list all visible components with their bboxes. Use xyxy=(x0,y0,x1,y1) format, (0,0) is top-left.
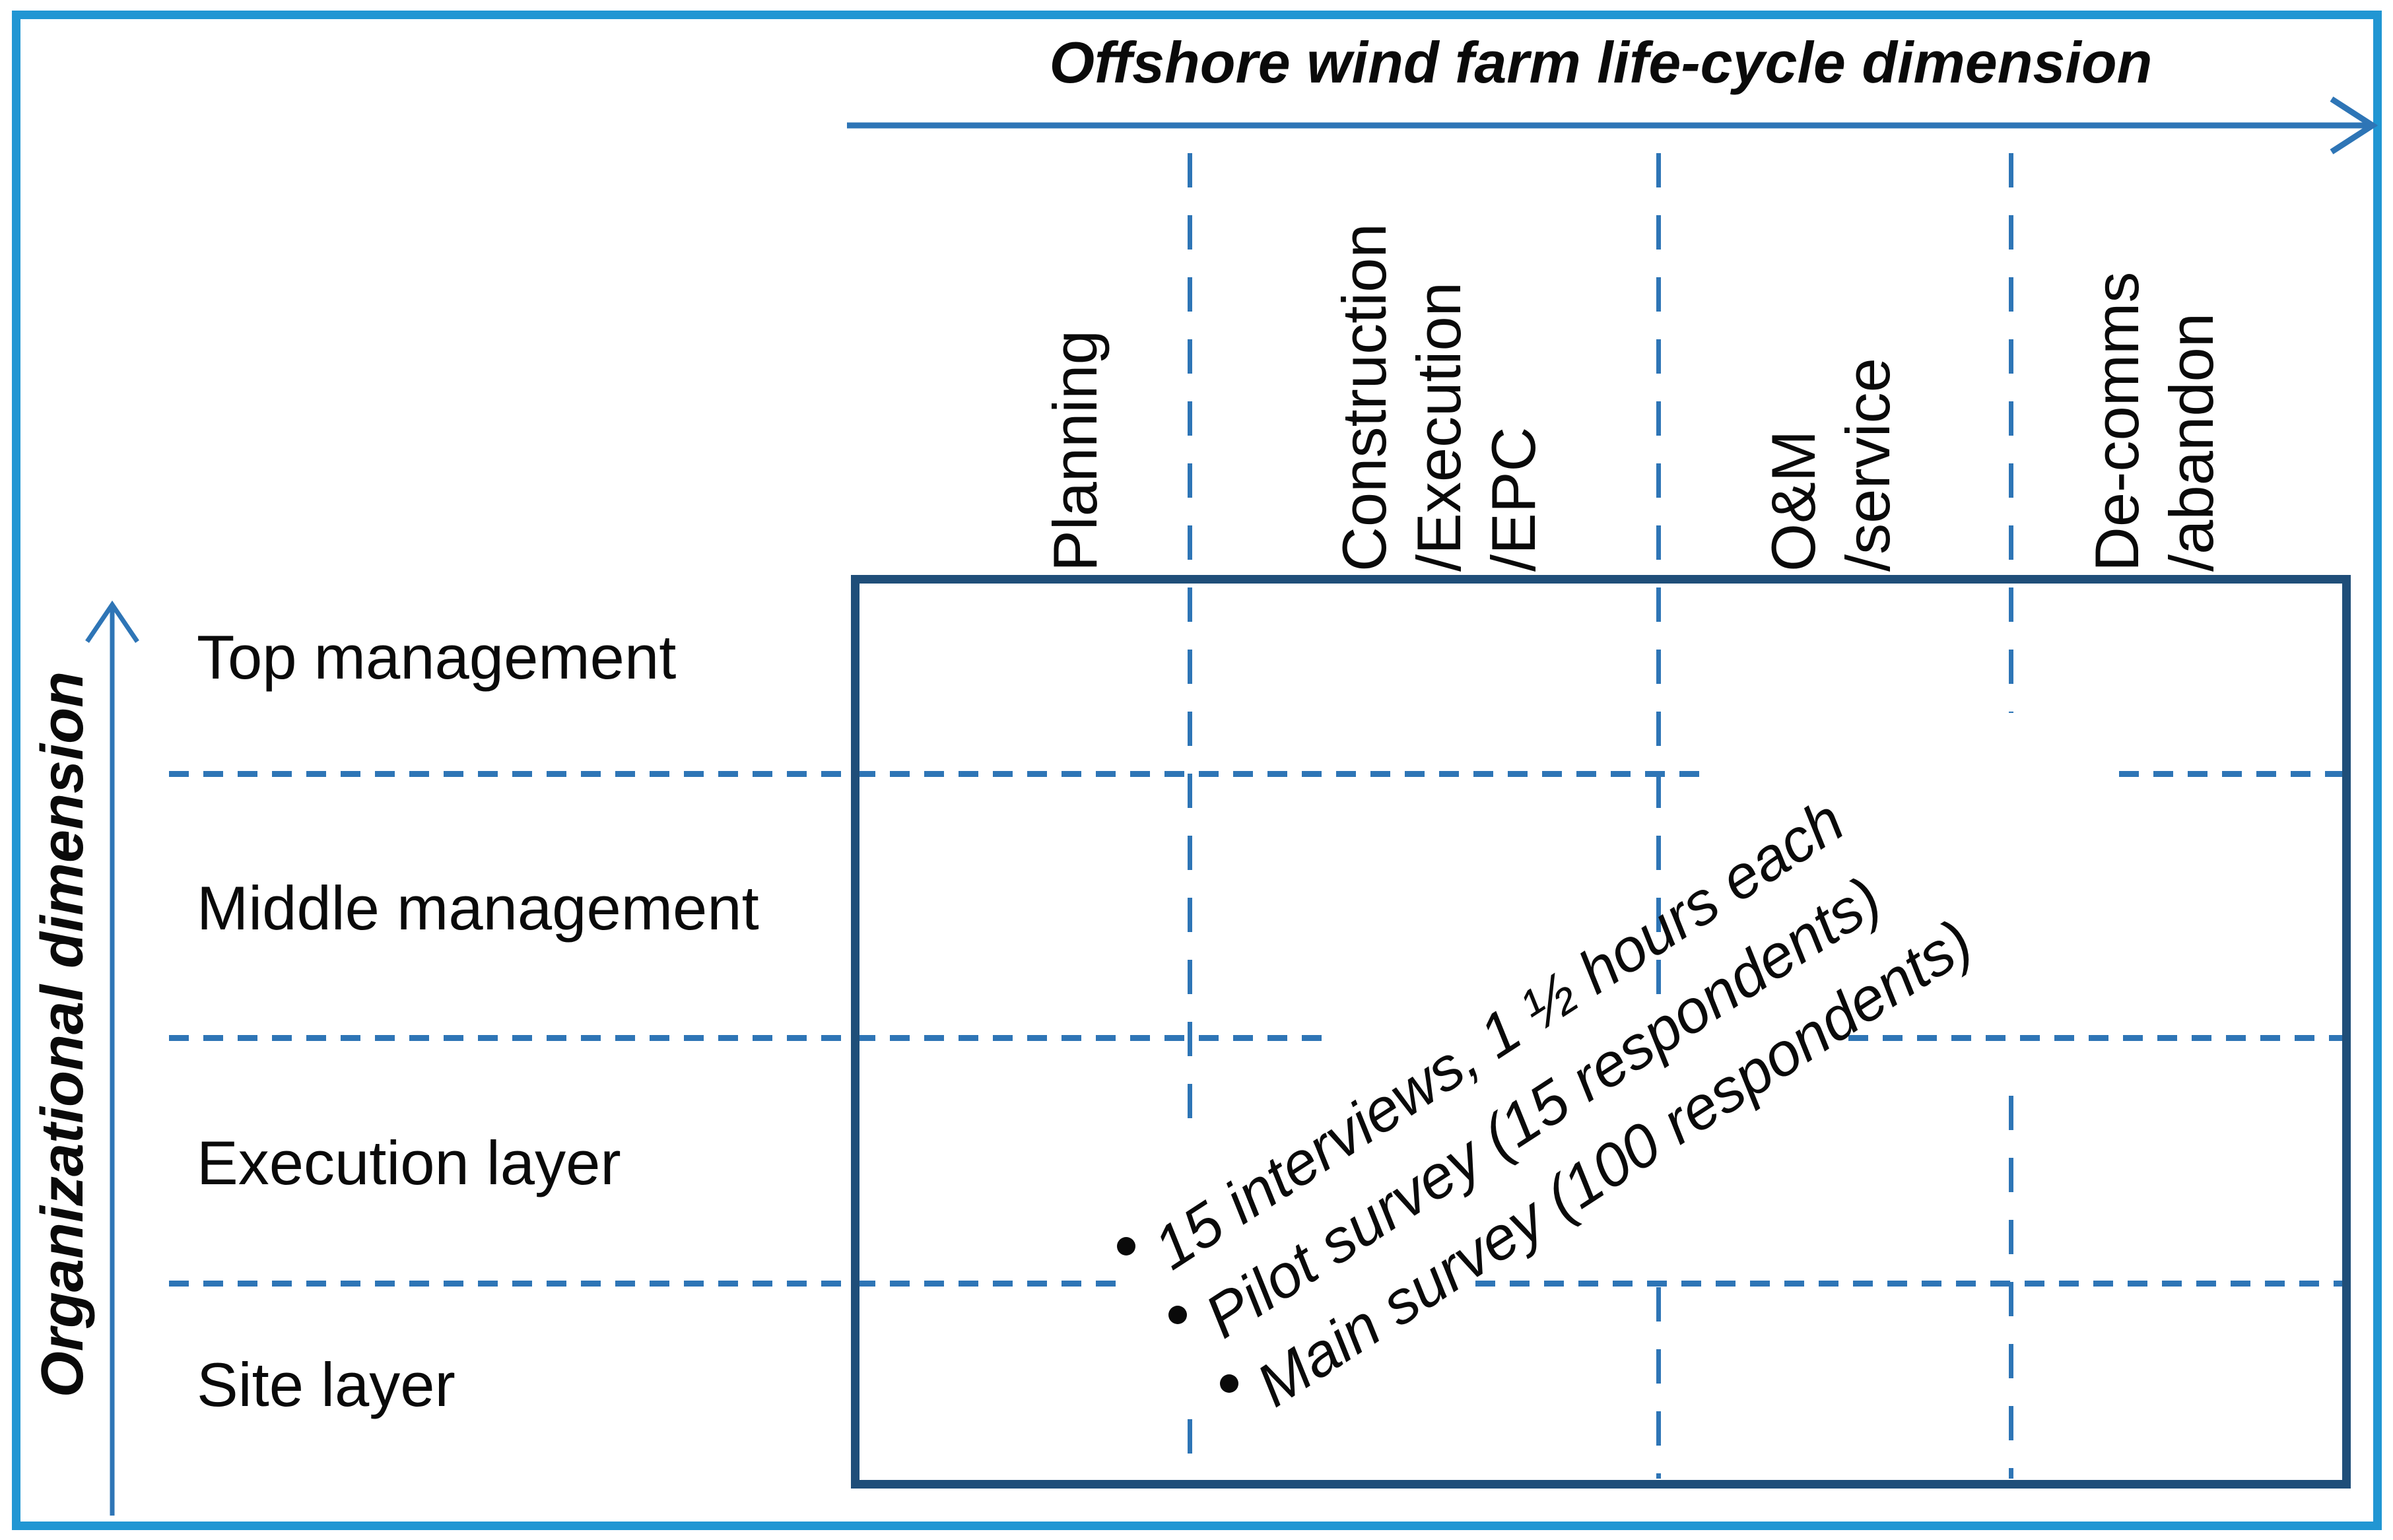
column-header-line: /abandon xyxy=(2157,312,2226,572)
column-header-line: O&M xyxy=(1759,430,1828,572)
col-divider-2-bottom xyxy=(1656,1287,1661,1479)
bullet-icon xyxy=(1168,1306,1187,1324)
row-label-site-layer: Site layer xyxy=(197,1350,455,1419)
column-header-line: /EPC xyxy=(1479,426,1548,572)
y-axis-title: Organizational dimension xyxy=(30,671,96,1398)
row-divider-2-left xyxy=(169,1035,1333,1041)
column-header-om-service: O&M /service xyxy=(1756,162,1905,572)
column-header-line: /service xyxy=(1833,358,1903,572)
row-divider-3-right xyxy=(1475,1281,2347,1287)
row-divider-2-right xyxy=(1848,1035,2347,1041)
col-divider-1-bottom xyxy=(1188,1419,1192,1479)
row-divider-3-left xyxy=(169,1281,1116,1287)
row-divider-1-left xyxy=(169,771,1710,777)
col-divider-3-bottom xyxy=(2009,1096,2013,1479)
bullet-icon xyxy=(1117,1237,1135,1255)
column-header-planning: Planning xyxy=(1038,162,1112,572)
y-axis-arrow-head xyxy=(85,600,139,643)
matrix-box xyxy=(851,575,2351,1489)
column-header-decomms: De-comms /abandon xyxy=(2079,162,2229,572)
column-header-construction: Construction /Execution /EPC xyxy=(1327,162,1551,572)
col-divider-3-top xyxy=(2009,153,2013,713)
x-axis-title: Offshore wind farm life-cycle dimension xyxy=(1049,30,2153,95)
x-axis-arrow-head xyxy=(2330,96,2378,154)
column-header-line: Construction xyxy=(1330,223,1399,572)
row-label-top-management: Top management xyxy=(197,622,677,692)
row-label-execution-layer: Execution layer xyxy=(197,1128,621,1197)
col-divider-1-top xyxy=(1188,153,1192,1122)
row-divider-1-right xyxy=(2119,771,2347,777)
row-label-middle-management: Middle management xyxy=(197,873,759,943)
column-header-line: Planning xyxy=(1040,330,1110,572)
column-header-line: /Execution xyxy=(1404,282,1473,572)
bullet-icon xyxy=(1220,1374,1238,1393)
column-header-line: De-comms xyxy=(2082,271,2151,572)
outer-frame xyxy=(12,11,2382,1530)
